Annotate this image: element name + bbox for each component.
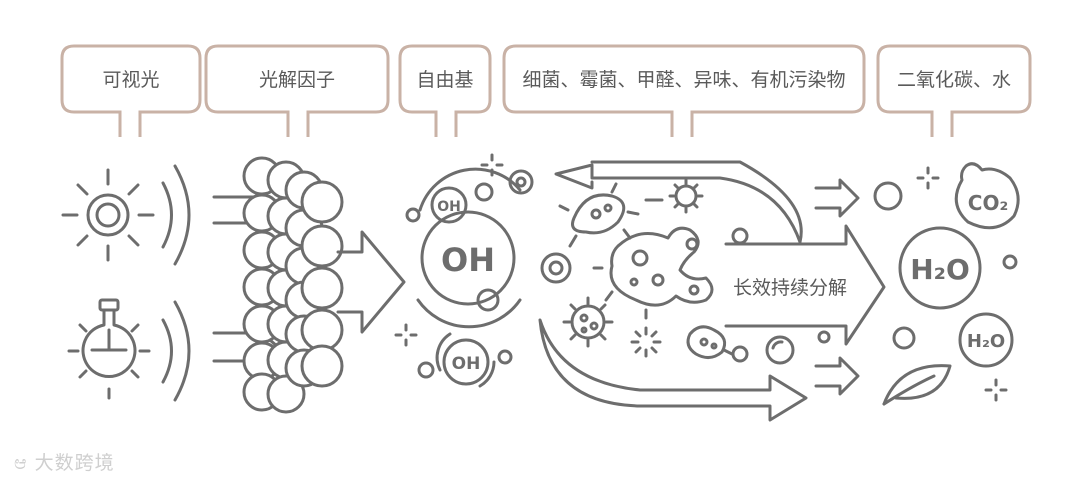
bacterium-small-icon [686, 325, 749, 363]
arrow-to-products-bottom [814, 356, 860, 396]
bacterium-rod-icon [558, 182, 640, 248]
catalyst-ball [300, 180, 344, 224]
arrow-catalyst-to-radical [336, 230, 406, 334]
catalyst-ball [300, 344, 344, 388]
photolysis-factor-cluster [242, 156, 344, 414]
label-visible-light: 可视光 [102, 69, 159, 91]
label-frame-products: 二氧化碳、水 [876, 44, 1032, 137]
virus-round-icon [562, 296, 614, 348]
co2-label: CO₂ [968, 191, 1008, 215]
label-long-decompose: 长效持续分解 [733, 277, 847, 299]
catalyst-ball [300, 266, 344, 310]
arrow-to-products-top [814, 178, 860, 218]
virus-small-icon [668, 178, 704, 214]
products-group: CO₂ H₂O H₂O [873, 162, 1020, 406]
oh-large-label: OH [441, 241, 495, 279]
oh-bottom-label: OH [452, 354, 481, 374]
oh-small-label: OH [437, 199, 461, 215]
lamp-bulb-icon [67, 298, 151, 400]
label-photolysis-factor: 光解因子 [259, 69, 335, 91]
germ-large-icon [592, 226, 714, 320]
sun-icon [61, 168, 155, 262]
curved-arrow-bottom [538, 318, 808, 422]
light-wave-icon [161, 164, 191, 266]
watermark-logo-icon: ಆ [14, 452, 28, 474]
catalyst-ball [300, 308, 344, 352]
label-frame-targets: 细菌、霉菌、甲醛、异味、有机污染物 [502, 44, 866, 137]
light-wave-icon-lower [161, 300, 191, 402]
long-decompose-arrow [724, 224, 886, 346]
label-products: 二氧化碳、水 [897, 69, 1011, 91]
burst-icon [630, 326, 662, 358]
label-frame-photolysis-factor: 光解因子 [204, 44, 390, 137]
label-free-radical: 自由基 [416, 69, 473, 91]
watermark-text: 大数跨境 [34, 452, 115, 474]
curved-arrow-top [554, 160, 803, 244]
catalyst-ball [300, 224, 344, 268]
h2o-small-label: H₂O [967, 331, 1005, 352]
co2-bubble-icon [954, 162, 1020, 230]
hydroxyl-radical-group: OH OH OH [394, 153, 534, 388]
label-frame-free-radical: 自由基 [398, 44, 492, 137]
label-frame-visible-light: 可视光 [60, 44, 202, 137]
h2o-large-label: H₂O [910, 253, 970, 286]
leaf-icon [882, 364, 952, 406]
label-targets: 细菌、霉菌、甲醛、异味、有机污染物 [522, 69, 845, 91]
bacteria-group [540, 178, 831, 365]
watermark: ಆ 大数跨境 [14, 448, 115, 475]
